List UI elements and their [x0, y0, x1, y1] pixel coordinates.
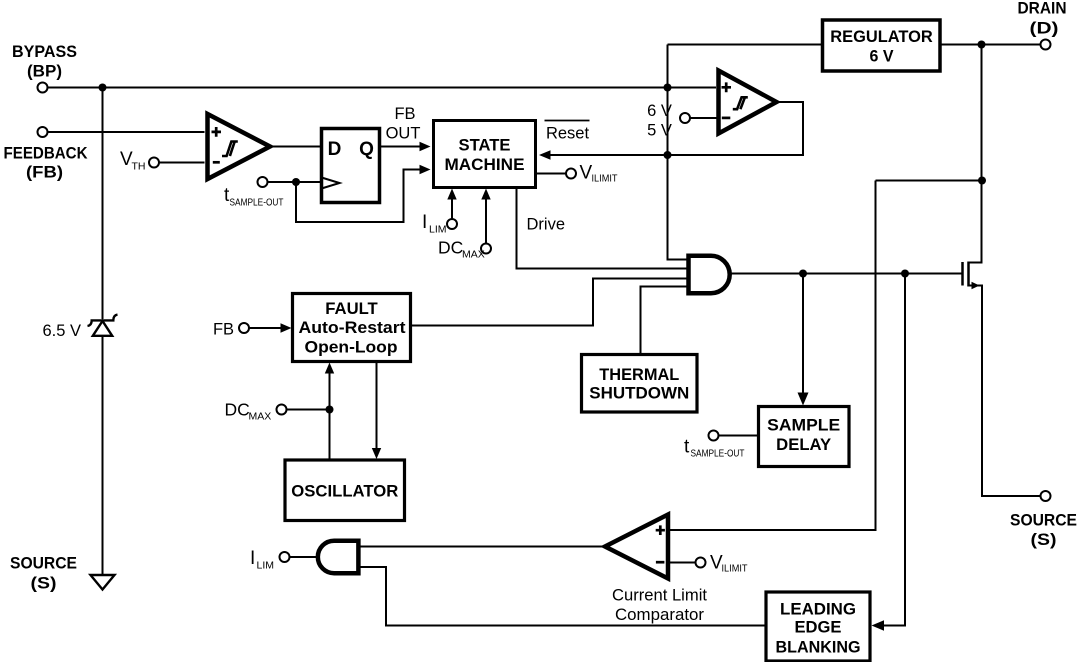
svg-text:LIM: LIM	[429, 224, 447, 236]
svg-text:V: V	[710, 553, 723, 574]
svg-text:Comparator: Comparator	[615, 606, 705, 624]
svg-text:t: t	[224, 185, 230, 206]
svg-text:DC: DC	[225, 400, 250, 420]
svg-text:DC: DC	[438, 238, 463, 258]
svg-text:(S): (S)	[1031, 530, 1057, 549]
svg-text:Reset: Reset	[546, 125, 590, 143]
svg-text:OUT: OUT	[386, 125, 421, 143]
svg-text:LEADING: LEADING	[780, 601, 856, 619]
svg-text:LIM: LIM	[257, 560, 275, 572]
svg-text:OSCILLATOR: OSCILLATOR	[291, 483, 398, 501]
svg-text:t: t	[684, 437, 690, 458]
svg-text:V: V	[120, 149, 133, 170]
svg-text:MACHINE: MACHINE	[445, 156, 525, 174]
svg-text:V: V	[580, 163, 593, 184]
svg-text:FEEDBACK: FEEDBACK	[4, 144, 89, 163]
svg-text:DELAY: DELAY	[776, 436, 831, 454]
svg-text:SAMPLE: SAMPLE	[767, 417, 840, 435]
svg-text:REGULATOR: REGULATOR	[830, 28, 933, 46]
svg-text:I: I	[422, 212, 427, 233]
svg-text:ILIMIT: ILIMIT	[722, 563, 748, 575]
svg-text:6 V: 6 V	[647, 102, 672, 120]
svg-text:THERMAL: THERMAL	[599, 366, 679, 384]
svg-text:(D): (D)	[1030, 19, 1059, 38]
svg-text:ILIMIT: ILIMIT	[592, 173, 618, 185]
svg-text:TH: TH	[132, 161, 146, 173]
svg-text:5 V: 5 V	[647, 122, 672, 140]
svg-text:MAX: MAX	[462, 249, 485, 261]
svg-text:SAMPLE-OUT: SAMPLE-OUT	[691, 448, 745, 460]
svg-text:FB: FB	[394, 105, 415, 123]
svg-text:Q: Q	[359, 139, 374, 160]
svg-text:FB: FB	[213, 321, 234, 339]
svg-text:STATE: STATE	[459, 137, 511, 155]
svg-text:BLANKING: BLANKING	[776, 639, 861, 657]
svg-text:D: D	[328, 139, 342, 160]
svg-text:6.5 V: 6.5 V	[43, 322, 82, 340]
svg-text:I: I	[250, 548, 255, 569]
svg-text:Current Limit: Current Limit	[612, 587, 707, 605]
svg-text:SOURCE: SOURCE	[1010, 511, 1077, 530]
svg-text:(FB): (FB)	[26, 163, 63, 182]
svg-text:FAULT: FAULT	[325, 300, 378, 318]
svg-text:Open-Loop: Open-Loop	[305, 339, 398, 357]
svg-text:SOURCE: SOURCE	[10, 554, 77, 573]
svg-text:(BP): (BP)	[27, 62, 62, 81]
svg-text:MAX: MAX	[249, 411, 272, 423]
svg-text:BYPASS: BYPASS	[12, 42, 77, 61]
svg-text:SAMPLE-OUT: SAMPLE-OUT	[230, 197, 284, 209]
svg-text:SHUTDOWN: SHUTDOWN	[589, 385, 689, 403]
svg-text:Drive: Drive	[527, 216, 566, 234]
svg-text:6 V: 6 V	[870, 48, 894, 66]
svg-text:(S): (S)	[31, 574, 57, 593]
svg-text:EDGE: EDGE	[795, 619, 842, 637]
svg-text:Auto-Restart: Auto-Restart	[299, 319, 407, 337]
svg-text:DRAIN: DRAIN	[1018, 0, 1067, 18]
